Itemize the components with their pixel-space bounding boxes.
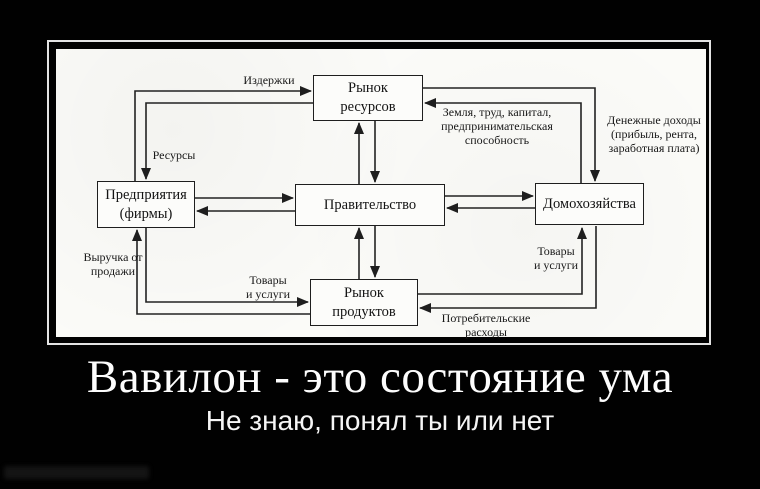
box-households: Домохозяйства [535, 183, 644, 225]
arrow-land-labor-capital [424, 98, 582, 183]
arrow-consumer-spending [419, 226, 597, 313]
label-goods-services-right: Товары и услуги [533, 244, 579, 273]
poster-title: Вавилон - это состояние ума [86, 351, 674, 403]
label-goods-services-left: Товары и услуги [245, 273, 291, 302]
poster-frame-border [47, 40, 711, 345]
label-land-labor-capital: Земля, труд, капитал, предпринимательска… [441, 105, 553, 148]
diagram-panel: Рынок ресурсов Предприятия (фирмы) Прави… [56, 49, 706, 340]
arrow-money-income [423, 87, 600, 182]
box-product-market: Рынок продуктов [310, 279, 418, 326]
label-costs: Издержки [243, 73, 295, 87]
arrow-revenue-to-firms [132, 229, 310, 315]
label-consumer-spending: Потребительские расходы [441, 311, 531, 340]
box-government: Правительство [295, 184, 445, 226]
watermark-smudge [4, 466, 149, 479]
box-firms: Предприятия (фирмы) [97, 181, 195, 228]
arrow-goods-services-to-households [418, 227, 587, 295]
box-resource-market: Рынок ресурсов [313, 75, 423, 121]
label-revenue: Выручка от продажи [83, 250, 143, 279]
arrow-resources [141, 102, 313, 180]
arrow-costs [134, 86, 312, 181]
label-money-income: Денежные доходы (прибыль, рента, заработ… [607, 113, 701, 156]
flow-arrows-svg [132, 86, 600, 315]
arrow-goods-services-to-product-market [145, 228, 309, 307]
poster-subtitle: Не знаю, понял ты или нет [205, 405, 555, 436]
label-resources: Ресурсы [152, 148, 196, 162]
